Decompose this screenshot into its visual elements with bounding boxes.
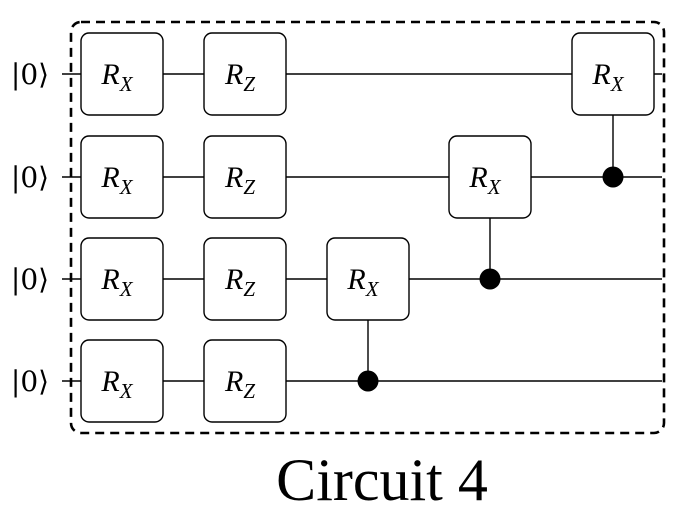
gate-rx: RX: [80, 339, 164, 423]
gate-label: RX: [468, 161, 501, 199]
gate-rz: RZ: [203, 135, 287, 219]
gate-subscript: X: [119, 175, 134, 199]
gate-label: RZ: [224, 365, 255, 403]
gate-rx: RX: [80, 237, 164, 321]
gate-box: [80, 339, 164, 423]
gate-box: [203, 237, 287, 321]
gate-box: [80, 135, 164, 219]
gate-subscript: X: [365, 277, 380, 301]
gate-subscript: X: [610, 72, 625, 96]
gate-box: [203, 135, 287, 219]
gate-subscript: X: [487, 175, 502, 199]
gate-subscript: X: [119, 277, 134, 301]
gate-box: [203, 32, 287, 116]
gate-box: [203, 339, 287, 423]
gate-label: RX: [591, 58, 624, 96]
gate-label: RX: [346, 263, 379, 301]
dashed-block-border: [69, 20, 666, 435]
initial-state-label: |0⟩: [11, 365, 49, 398]
control-dot: [357, 370, 379, 392]
gate-name: R: [100, 58, 119, 91]
gate-box: [80, 32, 164, 116]
gate-name: R: [100, 365, 119, 398]
gate-name: R: [591, 58, 610, 91]
gate-label: RX: [100, 161, 133, 199]
gate-box: [571, 32, 655, 116]
circuit-caption: Circuit 4: [276, 447, 488, 513]
gate-rx: RX: [448, 135, 532, 219]
gate-subscript: Z: [243, 277, 255, 301]
gate-rz: RZ: [203, 339, 287, 423]
qubit-wires: [62, 73, 662, 382]
gate-label: RX: [100, 58, 133, 96]
initial-state-label: |0⟩: [11, 263, 49, 296]
gate-name: R: [100, 263, 119, 296]
gate-subscript: Z: [243, 175, 255, 199]
control-dot: [479, 268, 501, 290]
gate-box: [80, 237, 164, 321]
gate-label: RX: [100, 365, 133, 403]
gate-subscript: Z: [243, 379, 255, 403]
gate-rx: RX: [80, 135, 164, 219]
control-dot: [602, 166, 624, 188]
gate-subscript: X: [119, 72, 134, 96]
initial-states: |0⟩ |0⟩ |0⟩ |0⟩: [11, 58, 49, 398]
gate-subscript: Z: [243, 72, 255, 96]
gate-label: RZ: [224, 161, 255, 199]
gate-name: R: [224, 58, 243, 91]
gate-rz: RZ: [203, 32, 287, 116]
control-connections: [357, 115, 624, 392]
gate-label: RZ: [224, 263, 255, 301]
gate-box: [448, 135, 532, 219]
initial-state-label: |0⟩: [11, 58, 49, 91]
gate-label: RZ: [224, 58, 255, 96]
gate-subscript: X: [119, 379, 134, 403]
gate-rx: RX: [80, 32, 164, 116]
gate-rz: RZ: [203, 237, 287, 321]
gate-name: R: [224, 161, 243, 194]
gate-box: [326, 237, 410, 321]
gate-name: R: [100, 161, 119, 194]
gate-name: R: [346, 263, 365, 296]
gate-label: RX: [100, 263, 133, 301]
initial-state-label: |0⟩: [11, 161, 49, 194]
gate-name: R: [224, 365, 243, 398]
gate-name: R: [224, 263, 243, 296]
gate-rx: RX: [571, 32, 655, 116]
gate-rx: RX: [326, 237, 410, 321]
ansatz-block-border: [69, 20, 666, 435]
gate-name: R: [468, 161, 487, 194]
